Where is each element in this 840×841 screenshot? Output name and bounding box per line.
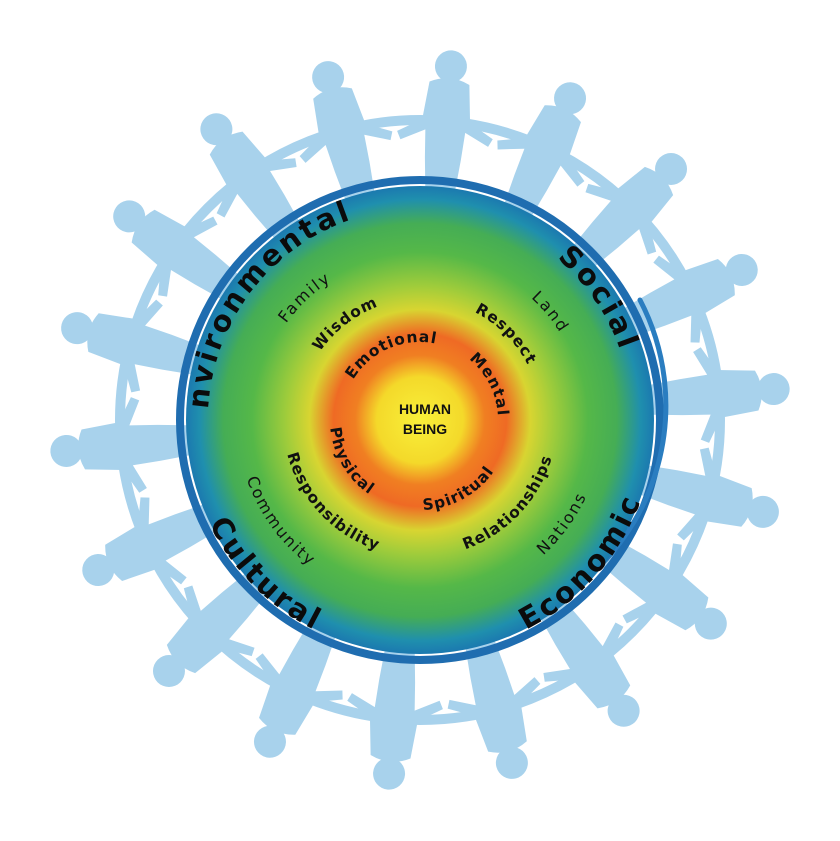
joined-hands-band (115, 115, 725, 725)
center-label-being: BEING (403, 421, 447, 437)
wellness-disc (186, 186, 654, 654)
people-holding-hands-ring (46, 46, 794, 794)
center-label-human: HUMAN (399, 401, 451, 417)
outer-blue-ring (176, 176, 664, 664)
